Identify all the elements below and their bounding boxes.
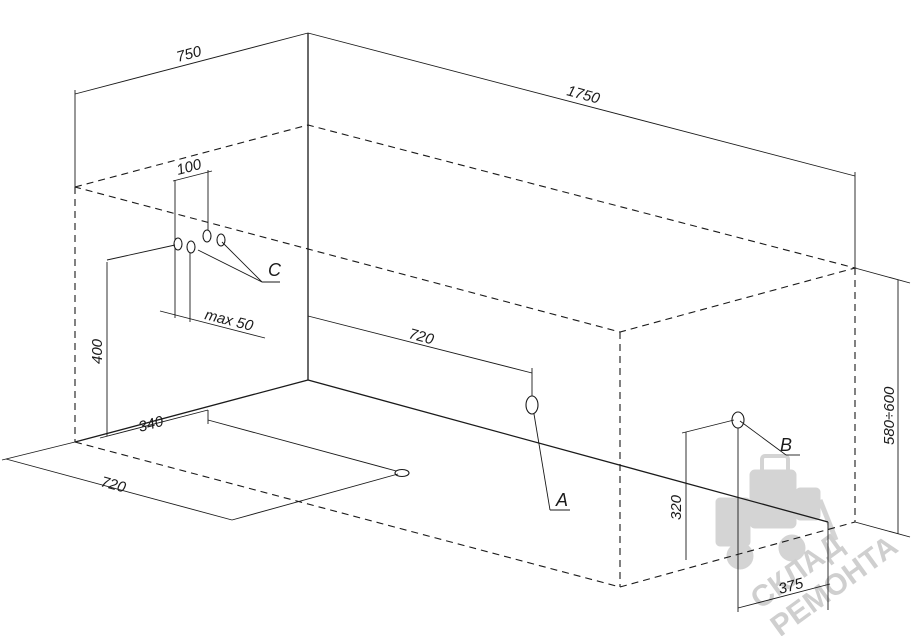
dimension-750: 750 [74, 32, 309, 187]
dimension-height: 580÷600 [854, 267, 911, 538]
label-a: A [555, 490, 568, 510]
label-c: C [268, 260, 282, 280]
overflow-b: 320 B 375 [668, 411, 831, 612]
pipe-c3-icon [202, 229, 212, 243]
dimension-height-label: 580÷600 [881, 386, 898, 445]
dimension-1750-label: 1750 [565, 82, 602, 107]
top-edges-dashed [74, 124, 858, 333]
bathtub-outline [74, 33, 858, 588]
pipe-c1-icon [173, 237, 183, 251]
dimension-750-label: 750 [175, 43, 204, 66]
dimension-400-label: 400 [89, 338, 106, 364]
dimension-375-label: 375 [777, 575, 806, 598]
pipe-c2-icon [186, 240, 196, 254]
dimension-320-label: 320 [668, 494, 685, 520]
dimension-720-wall: 720 [307, 315, 533, 396]
watermark: СКЛАД РЕМОНТА [715, 454, 904, 636]
dimension-max50-label: max 50 [203, 306, 255, 335]
bottom-right-edge [619, 521, 856, 588]
dimension-720-floor-label: 720 [99, 473, 128, 496]
bottom-front-edge [74, 441, 621, 588]
floor-drain-icon [394, 468, 410, 478]
mixer-pipes: 100 max 50 C [159, 156, 282, 339]
dimension-100-label: 100 [175, 156, 204, 179]
drain-a: A [525, 395, 570, 511]
dimension-floor: 340 720 [1, 409, 410, 521]
dimension-720-wall-label: 720 [407, 325, 436, 348]
dimension-1750: 1750 [307, 32, 856, 268]
floor-left-edge [74, 379, 309, 443]
drain-a-icon [525, 395, 539, 415]
floor-back-edge [307, 379, 829, 523]
label-b: B [780, 435, 792, 455]
dimension-340-label: 340 [137, 413, 166, 436]
dimension-400: 400 [89, 244, 176, 436]
